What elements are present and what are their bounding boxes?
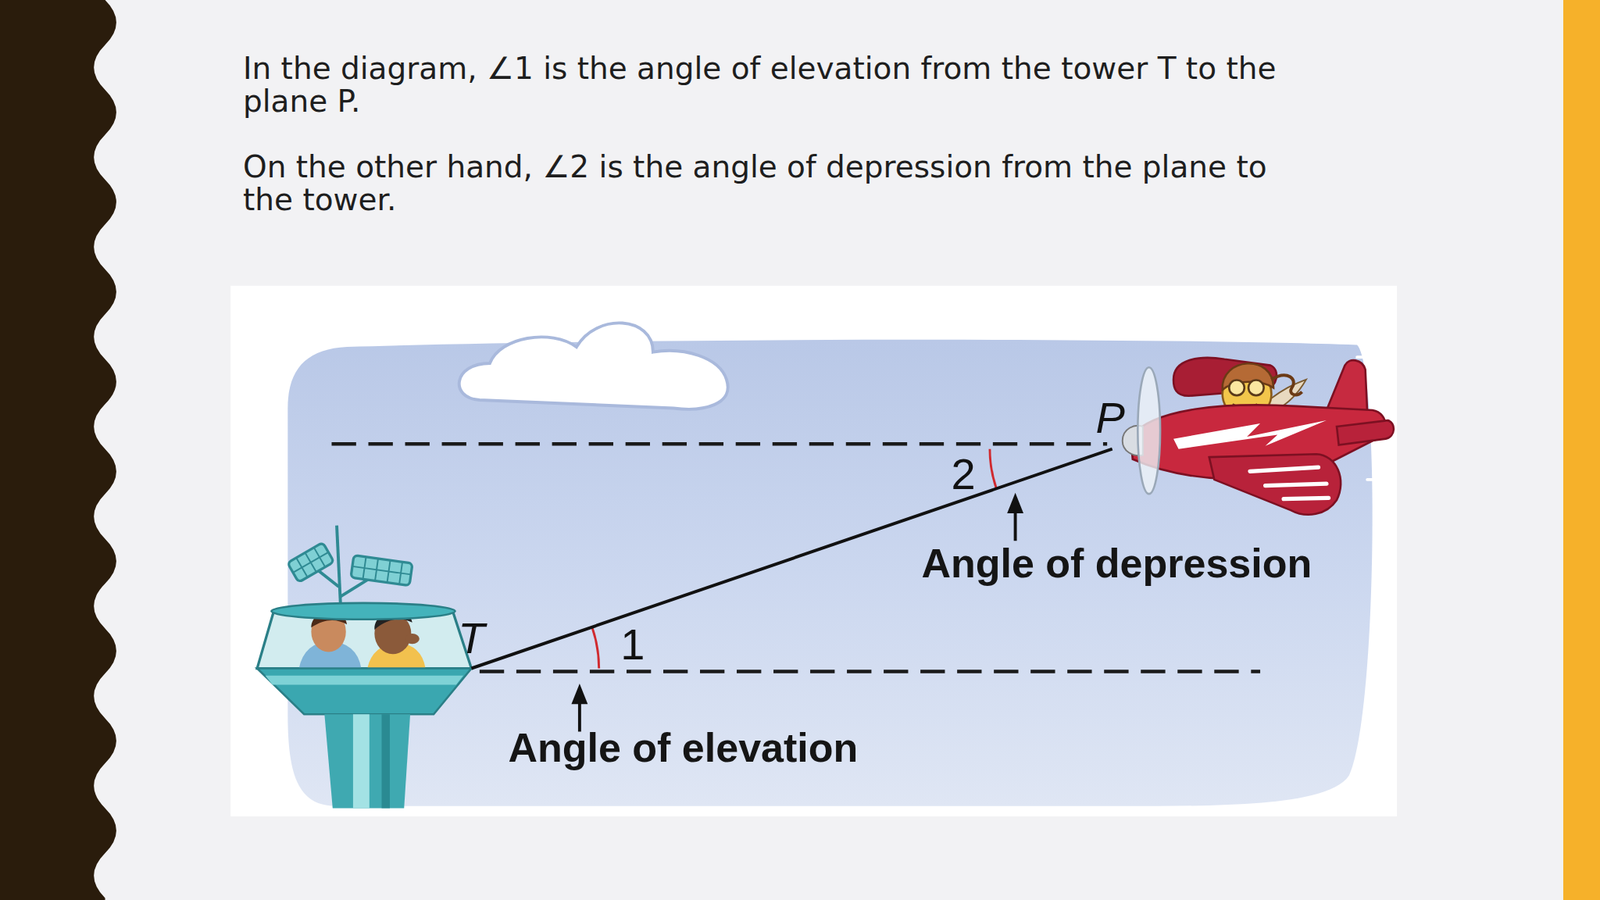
horizontal-dashed-line bbox=[331, 442, 1108, 447]
airplane bbox=[1122, 357, 1394, 515]
point-label: P bbox=[1095, 396, 1125, 440]
angle-number: 2 bbox=[950, 452, 975, 497]
angle-arc bbox=[989, 449, 997, 490]
angle-caption: Angle of elevation bbox=[507, 727, 858, 768]
angle-number: 1 bbox=[620, 622, 645, 667]
tower-node: T bbox=[255, 608, 472, 803]
goggle-lens bbox=[1228, 380, 1245, 397]
cloud bbox=[459, 322, 729, 409]
lightning-stripe bbox=[1173, 420, 1327, 450]
tower-pillar bbox=[324, 714, 411, 808]
speed-line bbox=[1357, 357, 1394, 480]
arrow-head bbox=[1007, 492, 1024, 514]
slide-text: In the diagram, ∠1 is the angle of eleva… bbox=[242, 52, 1298, 118]
tail-plane bbox=[1336, 420, 1394, 445]
cap-flap bbox=[1271, 375, 1302, 395]
goggle-lens bbox=[1248, 380, 1265, 397]
pillar-stripe bbox=[381, 714, 390, 808]
slide-text: On the other hand, ∠2 is the angle of de… bbox=[242, 150, 1298, 217]
dish-grid bbox=[287, 542, 335, 583]
point-label: T bbox=[457, 616, 485, 661]
tail-fin bbox=[1326, 360, 1368, 414]
leader-arrow bbox=[1014, 510, 1018, 541]
radar-dish bbox=[350, 555, 413, 586]
tower-roof bbox=[271, 603, 455, 620]
pillar-stripe bbox=[353, 714, 370, 808]
tower-band bbox=[257, 668, 472, 715]
wing-stripe bbox=[1250, 467, 1329, 499]
control-tower bbox=[257, 525, 472, 809]
dish-mesh bbox=[350, 555, 413, 586]
propeller bbox=[1137, 367, 1161, 494]
arrow-head bbox=[571, 683, 588, 704]
horizontal-dashed-line bbox=[479, 669, 1261, 674]
dish-grid bbox=[350, 555, 413, 586]
radar-dish bbox=[287, 542, 335, 583]
tower-highlight bbox=[265, 675, 464, 686]
plane-node: P bbox=[1112, 327, 1419, 467]
person-nose bbox=[405, 633, 420, 644]
accent-bar bbox=[1563, 0, 1600, 900]
dish-mesh bbox=[287, 542, 335, 583]
wavy-border bbox=[0, 0, 117, 900]
lower-wing bbox=[1209, 453, 1341, 515]
angle-caption: Angle of depression bbox=[921, 542, 1312, 584]
picture-frame bbox=[230, 285, 1397, 817]
angle-arc bbox=[592, 627, 600, 669]
tower-glass bbox=[257, 612, 472, 669]
